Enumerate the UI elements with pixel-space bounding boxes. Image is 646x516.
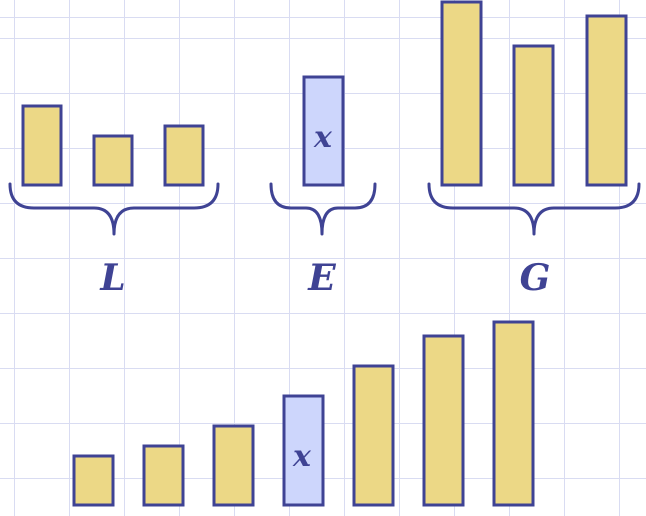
sorted-bar-3 <box>212 424 255 507</box>
group-g-bar-3 <box>585 14 628 187</box>
group-e-brace <box>269 182 377 236</box>
group-e-label: E <box>307 257 336 299</box>
group-g-brace <box>427 182 641 236</box>
group-l-bar-1 <box>21 104 63 187</box>
sorted-pivot-label: x <box>292 439 312 474</box>
group-e-pivot-bar <box>302 75 345 187</box>
group-l: L <box>8 104 220 299</box>
group-e: x E <box>269 75 377 299</box>
group-l-brace <box>8 182 220 236</box>
group-l-bar-2 <box>92 134 134 187</box>
group-g: G <box>427 0 641 299</box>
group-g-bar-2 <box>512 44 555 187</box>
sorted-sequence: x <box>72 320 535 507</box>
sorted-pivot-bar <box>282 394 325 507</box>
group-l-bar-3 <box>163 124 205 187</box>
group-g-bar-1 <box>440 0 483 187</box>
sorted-bar-6 <box>422 334 465 507</box>
sorted-bar-5 <box>352 364 395 507</box>
group-e-pivot-label: x <box>313 120 333 155</box>
sorted-bar-1 <box>72 454 115 507</box>
sorted-bar-7 <box>492 320 535 507</box>
group-l-label: L <box>99 257 125 299</box>
sorted-bar-2 <box>142 444 185 507</box>
group-g-label: G <box>520 257 551 299</box>
